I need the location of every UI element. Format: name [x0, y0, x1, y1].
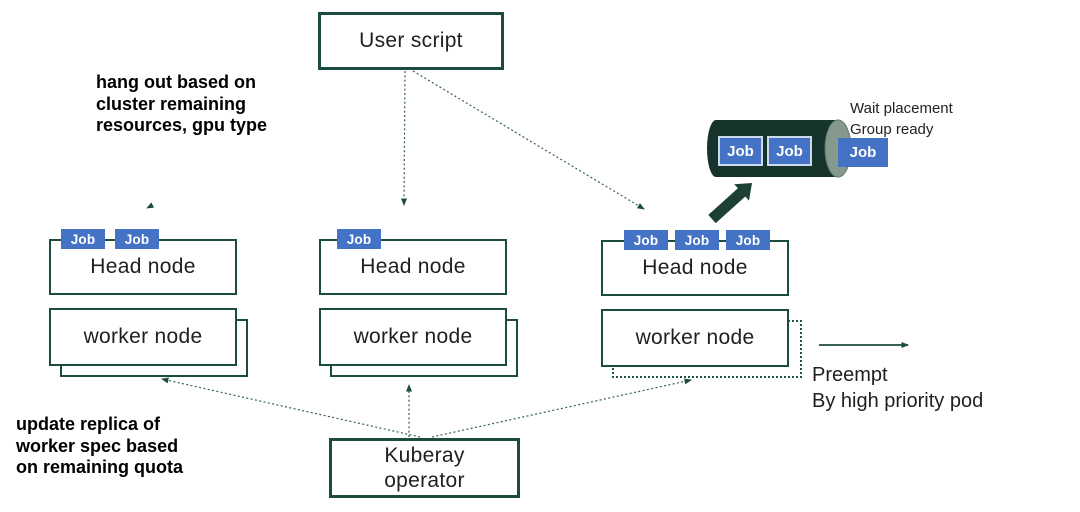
job-badge: Job — [726, 230, 770, 250]
job-badge: Job — [337, 229, 381, 249]
worker-node-3: worker node — [601, 309, 789, 367]
waiting-job-badge: Job — [838, 138, 888, 167]
wait-placement-annotation: Wait placement Group ready — [850, 100, 953, 138]
hang-out-annotation: hang out based on cluster remaining reso… — [96, 72, 268, 135]
queue-job-badge: Job — [767, 136, 812, 166]
user-script-node: User script — [318, 12, 504, 70]
dotted-arrow-user-to-cluster3 — [412, 70, 645, 210]
kuberay-operator-node: Kuberay operator — [329, 438, 520, 498]
dotted-arrow-kuberay-to-cluster3 — [431, 378, 692, 438]
dotted-arrow-kuberay-to-cluster1 — [161, 377, 421, 438]
worker-node-2: worker node — [319, 308, 507, 366]
job-badge: Job — [675, 230, 719, 250]
queue-job-badge: Job — [718, 136, 763, 166]
job-badge: Job — [624, 230, 668, 250]
worker-node-1: worker node — [49, 308, 237, 366]
dotted-arrow-user-to-cluster2 — [401, 70, 408, 206]
user-script-label: User script — [359, 29, 463, 52]
preempt-annotation: Preempt By high priority pod — [812, 364, 984, 412]
job-badge: Job — [115, 229, 159, 249]
ray-cluster-3: Job Job Job Head node worker node — [601, 230, 803, 380]
ray-cluster-1: Job Job Head node worker node — [49, 229, 249, 379]
ray-cluster-2: Job Head node worker node — [319, 229, 519, 379]
update-replica-annotation: update replica of worker spec based on r… — [16, 414, 184, 477]
job-badge: Job — [61, 229, 105, 249]
up-right-block-arrow — [708, 183, 752, 224]
